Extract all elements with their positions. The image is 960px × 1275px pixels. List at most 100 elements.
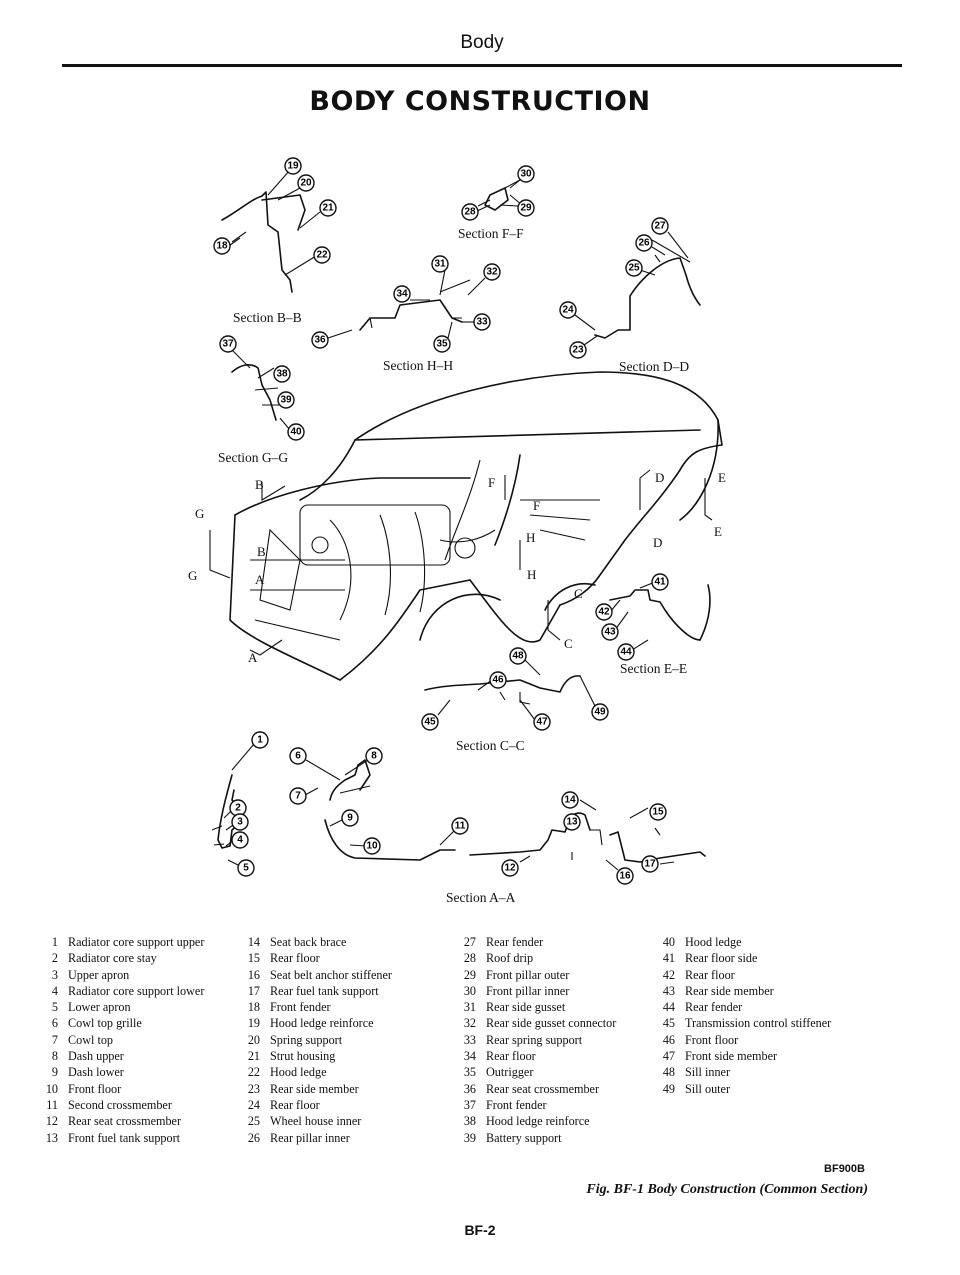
svg-text:35: 35 bbox=[436, 339, 448, 350]
svg-text:11: 11 bbox=[455, 821, 466, 832]
running-header: Body bbox=[460, 32, 504, 53]
callout-20: 20 bbox=[297, 174, 315, 192]
cut-letter: C bbox=[564, 636, 573, 651]
svg-text:40: 40 bbox=[290, 427, 302, 438]
callout-27: 27 bbox=[651, 217, 669, 235]
callout-13: 13 bbox=[563, 813, 581, 831]
callout-9: 9 bbox=[341, 809, 359, 827]
callout-11: 11 bbox=[451, 817, 469, 835]
svg-text:30: 30 bbox=[520, 169, 532, 180]
callout-40: 40 bbox=[287, 423, 305, 441]
callout-45: 45 bbox=[421, 713, 439, 731]
callout-35: 35 bbox=[433, 335, 451, 353]
svg-text:39: 39 bbox=[280, 395, 292, 406]
callout-28: 28 bbox=[461, 203, 479, 221]
callouts: 1 2 3 4 5 6 7 8 9 10 11 12 13 14 15 16 1… bbox=[213, 157, 669, 885]
figure-caption: Fig. BF-1 Body Construction (Common Sect… bbox=[586, 1182, 868, 1197]
svg-text:37: 37 bbox=[222, 339, 234, 350]
svg-text:3: 3 bbox=[237, 817, 243, 828]
cut-letter: E bbox=[718, 470, 726, 485]
svg-text:48: 48 bbox=[512, 651, 524, 662]
cut-letter: D bbox=[653, 535, 662, 550]
callout-22: 22 bbox=[313, 246, 331, 264]
callout-39: 39 bbox=[277, 391, 295, 409]
svg-text:15: 15 bbox=[652, 807, 664, 818]
callout-36: 36 bbox=[311, 331, 329, 349]
section-bb-drawing bbox=[221, 191, 306, 293]
cut-letters: B B G G A A F F H H D D E E C C bbox=[188, 470, 726, 665]
cut-letter: G bbox=[195, 506, 204, 521]
cut-letter: G bbox=[188, 568, 197, 583]
callout-4: 4 bbox=[231, 831, 249, 849]
callout-42: 42 bbox=[595, 603, 613, 621]
section-label-hh: Section H–H bbox=[383, 358, 453, 373]
svg-text:46: 46 bbox=[492, 675, 504, 686]
svg-text:5: 5 bbox=[243, 863, 249, 874]
callout-38: 38 bbox=[273, 365, 291, 383]
callout-14: 14 bbox=[561, 791, 579, 809]
svg-text:34: 34 bbox=[396, 289, 408, 300]
cut-letter: F bbox=[533, 498, 540, 513]
svg-text:2: 2 bbox=[235, 803, 241, 814]
cut-letter: E bbox=[714, 524, 722, 539]
cut-letter: H bbox=[526, 530, 535, 545]
section-ff-drawing bbox=[474, 179, 521, 213]
section-label-ee: Section E–E bbox=[620, 661, 687, 676]
callout-32: 32 bbox=[483, 263, 501, 281]
callout-7: 7 bbox=[289, 787, 307, 805]
body-construction-diagram: B B G G A A F F H H D D E E C C Section … bbox=[188, 157, 726, 905]
svg-text:6: 6 bbox=[295, 751, 301, 762]
section-label-ff: Section F–F bbox=[458, 226, 524, 241]
svg-text:4: 4 bbox=[237, 835, 243, 846]
svg-text:17: 17 bbox=[644, 859, 656, 870]
callout-3: 3 bbox=[231, 813, 249, 831]
callout-31: 31 bbox=[431, 255, 449, 273]
svg-text:42: 42 bbox=[598, 607, 610, 618]
svg-text:19: 19 bbox=[287, 161, 299, 172]
callout-29: 29 bbox=[517, 199, 535, 217]
svg-text:21: 21 bbox=[322, 203, 334, 214]
svg-text:16: 16 bbox=[619, 871, 631, 882]
callout-34: 34 bbox=[393, 285, 411, 303]
callout-30: 30 bbox=[517, 165, 535, 183]
callout-2: 2 bbox=[229, 799, 247, 817]
svg-text:47: 47 bbox=[536, 717, 548, 728]
section-ee-drawing bbox=[609, 584, 711, 641]
section-aa-middle-drawing bbox=[324, 759, 456, 861]
callout-33: 33 bbox=[473, 313, 491, 331]
svg-text:31: 31 bbox=[434, 259, 446, 270]
callout-49: 49 bbox=[591, 703, 609, 721]
header-rule bbox=[62, 64, 902, 67]
svg-text:41: 41 bbox=[654, 577, 666, 588]
callout-8: 8 bbox=[365, 747, 383, 765]
cut-letter: B bbox=[255, 477, 264, 492]
